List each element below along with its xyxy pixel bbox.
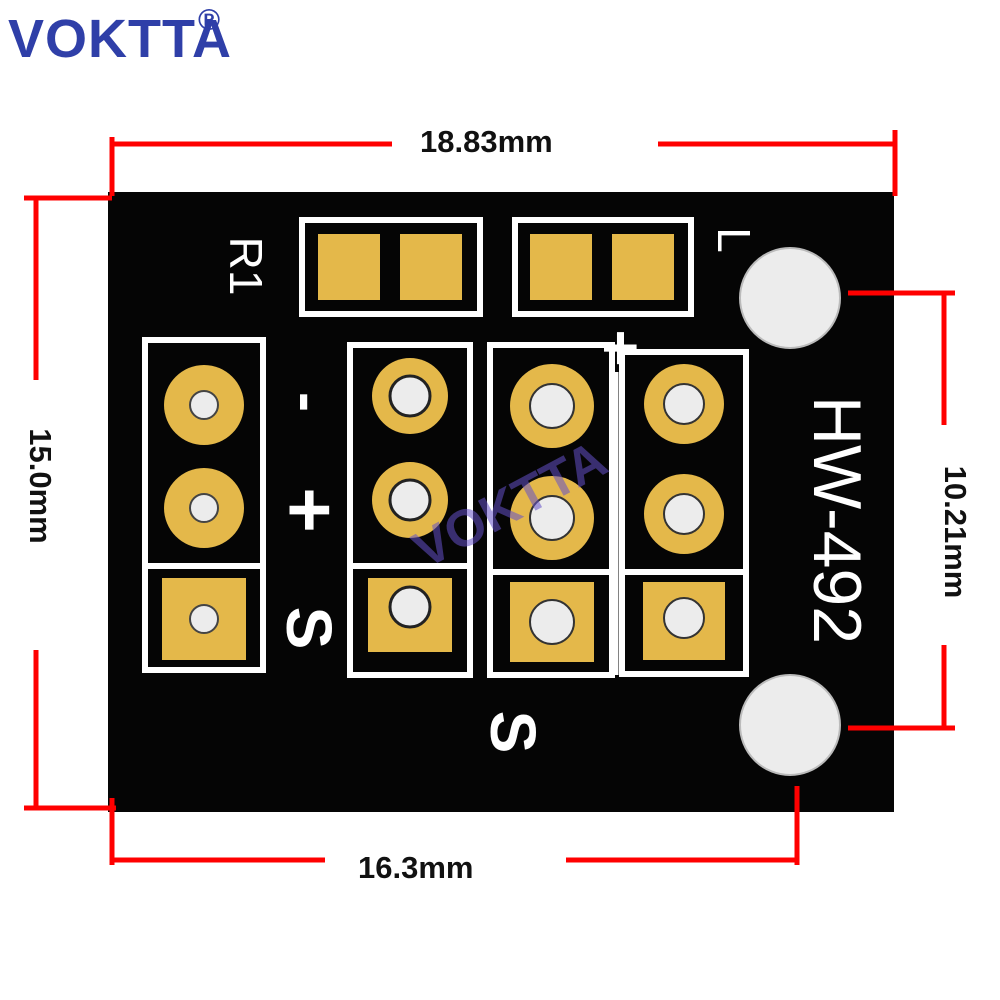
- dimension-height-left: 15.0mm: [23, 428, 58, 544]
- dimension-lines: [24, 130, 955, 865]
- header-3-pin-1-hole: [529, 383, 575, 429]
- mounting-hole-bottom: [739, 674, 841, 776]
- header-1-pin-3-hole: [189, 604, 219, 634]
- r1-pad-2: [400, 234, 462, 300]
- silk-signal-left: S: [273, 607, 345, 650]
- header-3-pin-3-hole: [529, 599, 575, 645]
- header-4-outline: [619, 349, 749, 677]
- silk-r1-label: R1: [220, 237, 272, 296]
- header-1-pin-1-hole: [189, 390, 219, 420]
- header-4-pin-1-hole: [663, 383, 705, 425]
- header-4-pin-3-hole: [663, 597, 705, 639]
- led-outline: [512, 217, 694, 317]
- silk-plus: +: [266, 487, 354, 533]
- dimension-hole-spacing: 10.21mm: [938, 465, 973, 599]
- mounting-hole-top: [739, 247, 841, 349]
- r1-pad-1: [318, 234, 380, 300]
- header-3-pin-2-hole: [529, 495, 575, 541]
- led-pad-1: [530, 234, 592, 300]
- r1-outline: [299, 217, 483, 317]
- silk-minus: -: [275, 392, 342, 412]
- silk-model-label: HW-492: [799, 396, 875, 644]
- registered-mark: ®: [198, 4, 221, 37]
- header-2-pin-3-hole: [388, 585, 432, 629]
- silk-signal-bottom: S: [477, 711, 549, 754]
- header-2-pin-1-hole: [388, 374, 432, 418]
- dimension-width-bottom: 16.3mm: [358, 850, 474, 885]
- brand-logo: VOKTTA: [8, 9, 232, 69]
- header-3-outline: [487, 342, 615, 678]
- dimension-width-top: 18.83mm: [420, 124, 553, 159]
- silk-led-label: L: [708, 227, 760, 253]
- header-2-outline: [347, 342, 473, 678]
- silk-plus-top: +: [585, 329, 657, 366]
- led-pad-2: [612, 234, 674, 300]
- header-1-pin-2-hole: [189, 493, 219, 523]
- header-4-pin-2-hole: [663, 493, 705, 535]
- header-2-pin-2-hole: [388, 478, 432, 522]
- header-1-outline: [142, 337, 266, 673]
